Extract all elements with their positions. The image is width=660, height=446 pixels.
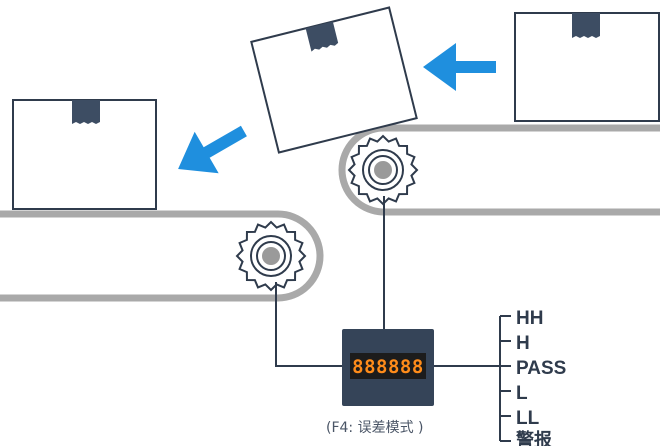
output-label-h: H bbox=[516, 333, 530, 354]
upper-pulley bbox=[347, 134, 419, 206]
box-tilted bbox=[250, 6, 418, 154]
output-label-l: L bbox=[516, 383, 528, 404]
flow-arrow-icon bbox=[178, 125, 247, 174]
cardboard-box-tape-icon bbox=[572, 13, 600, 38]
lower-pulley bbox=[235, 220, 307, 292]
output-label-alarm: 警报 bbox=[516, 429, 552, 446]
counter-display-digits: 888888 bbox=[352, 356, 424, 378]
box-right bbox=[514, 12, 660, 122]
box-left bbox=[12, 99, 157, 210]
cardboard-box-tape-icon bbox=[72, 100, 100, 124]
counter-display-screen bbox=[350, 353, 426, 379]
lower-conveyor-belt bbox=[0, 210, 324, 302]
counter-device: 888888 bbox=[342, 329, 434, 406]
output-bracket bbox=[499, 315, 511, 442]
output-label-pass: PASS bbox=[516, 358, 566, 379]
output-labels: HH H PASS L LL 警报 bbox=[516, 308, 566, 446]
flow-arrow-icon bbox=[423, 43, 496, 91]
mode-caption: (F4: 误差模式 ) bbox=[326, 420, 424, 436]
cardboard-box-tape-icon bbox=[305, 21, 339, 52]
output-label-ll: LL bbox=[516, 408, 540, 429]
sensor-wiring bbox=[275, 196, 500, 367]
output-label-hh: HH bbox=[516, 308, 543, 329]
